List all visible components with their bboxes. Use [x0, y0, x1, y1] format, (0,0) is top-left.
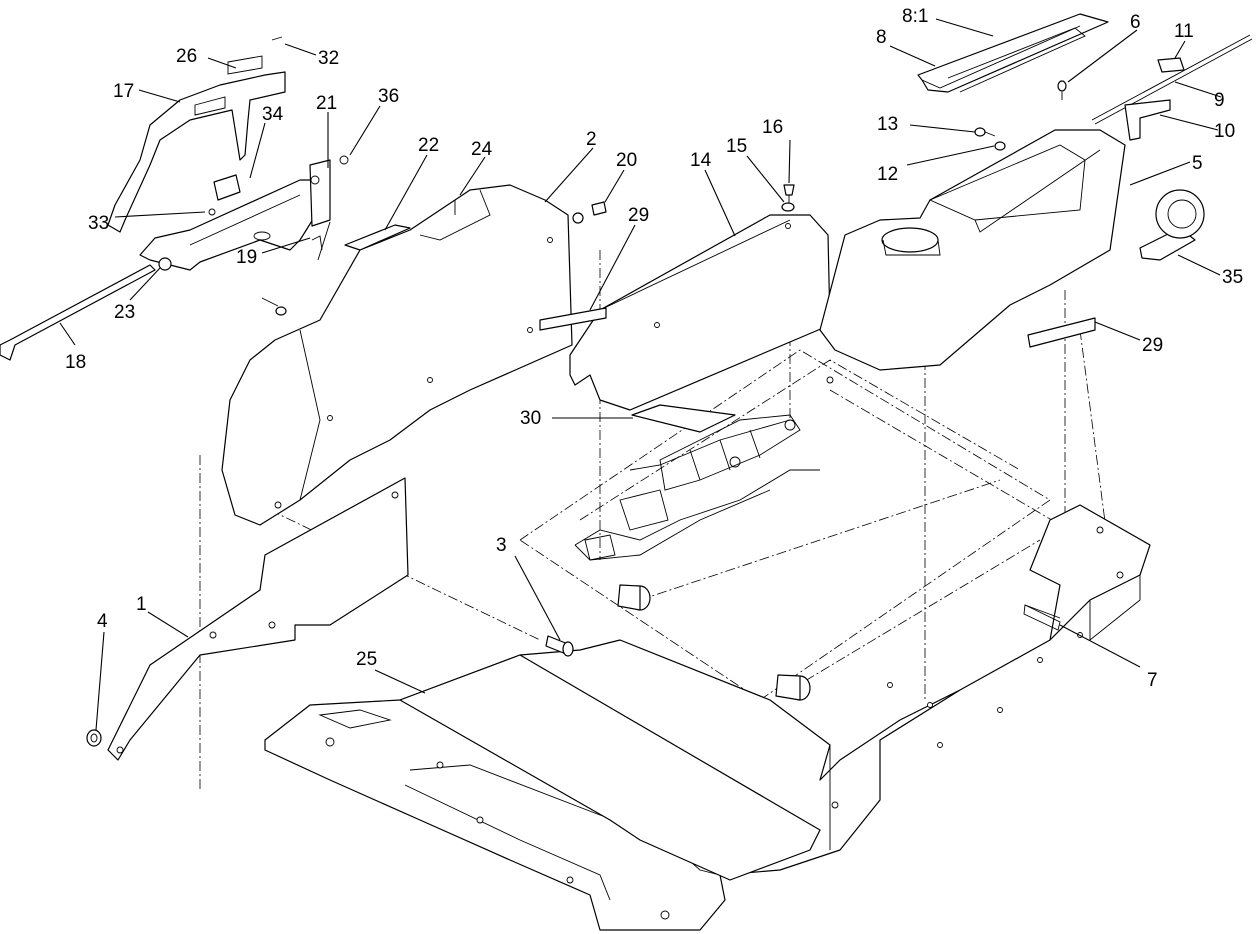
callout-2: 2	[586, 129, 597, 150]
callout-labels: 26 32 17 21 36 34 22 24 2 20 29 14 15 16…	[65, 6, 1243, 691]
callout-26: 26	[176, 46, 197, 67]
callout-29-left: 29	[628, 205, 649, 226]
callout-5: 5	[1192, 153, 1203, 174]
callout-15: 15	[726, 136, 747, 157]
callout-35: 35	[1222, 267, 1243, 288]
left-fender	[221, 184, 573, 526]
callout-8-1: 8:1	[902, 6, 928, 27]
callout-12: 12	[877, 164, 898, 185]
callout-30: 30	[520, 408, 541, 429]
callout-9: 9	[1214, 90, 1225, 111]
callout-21: 21	[316, 93, 337, 114]
frame-chassis	[199, 250, 1151, 931]
callout-6: 6	[1130, 12, 1141, 33]
callout-14: 14	[690, 150, 712, 171]
callout-16: 16	[762, 117, 783, 138]
callout-1: 1	[136, 594, 147, 615]
callout-11: 11	[1174, 21, 1194, 42]
center-cover	[539, 184, 831, 433]
callout-17: 17	[113, 81, 134, 102]
callout-13: 13	[877, 114, 898, 135]
side-panel	[107, 477, 409, 761]
callout-34: 34	[262, 104, 284, 125]
right-console	[819, 13, 1253, 619]
callout-29-right: 29	[1142, 335, 1163, 356]
callout-25: 25	[356, 649, 377, 670]
callout-10: 10	[1214, 121, 1235, 142]
callout-18: 18	[65, 352, 86, 373]
callout-8: 8	[876, 27, 887, 48]
callout-32: 32	[318, 48, 339, 69]
callout-19: 19	[236, 247, 257, 268]
pin	[545, 635, 574, 657]
callout-33: 33	[88, 213, 109, 234]
callout-24: 24	[471, 139, 493, 160]
leader-lines	[59, 18, 1222, 731]
callout-20: 20	[616, 150, 637, 171]
callout-7: 7	[1147, 670, 1158, 691]
callout-36: 36	[378, 86, 399, 107]
floor-plate	[399, 654, 821, 881]
callout-3: 3	[496, 535, 507, 556]
nut	[86, 729, 102, 747]
callout-22: 22	[418, 135, 439, 156]
handle-assembly	[0, 36, 607, 361]
callout-4: 4	[97, 611, 108, 632]
callout-23: 23	[114, 302, 135, 323]
